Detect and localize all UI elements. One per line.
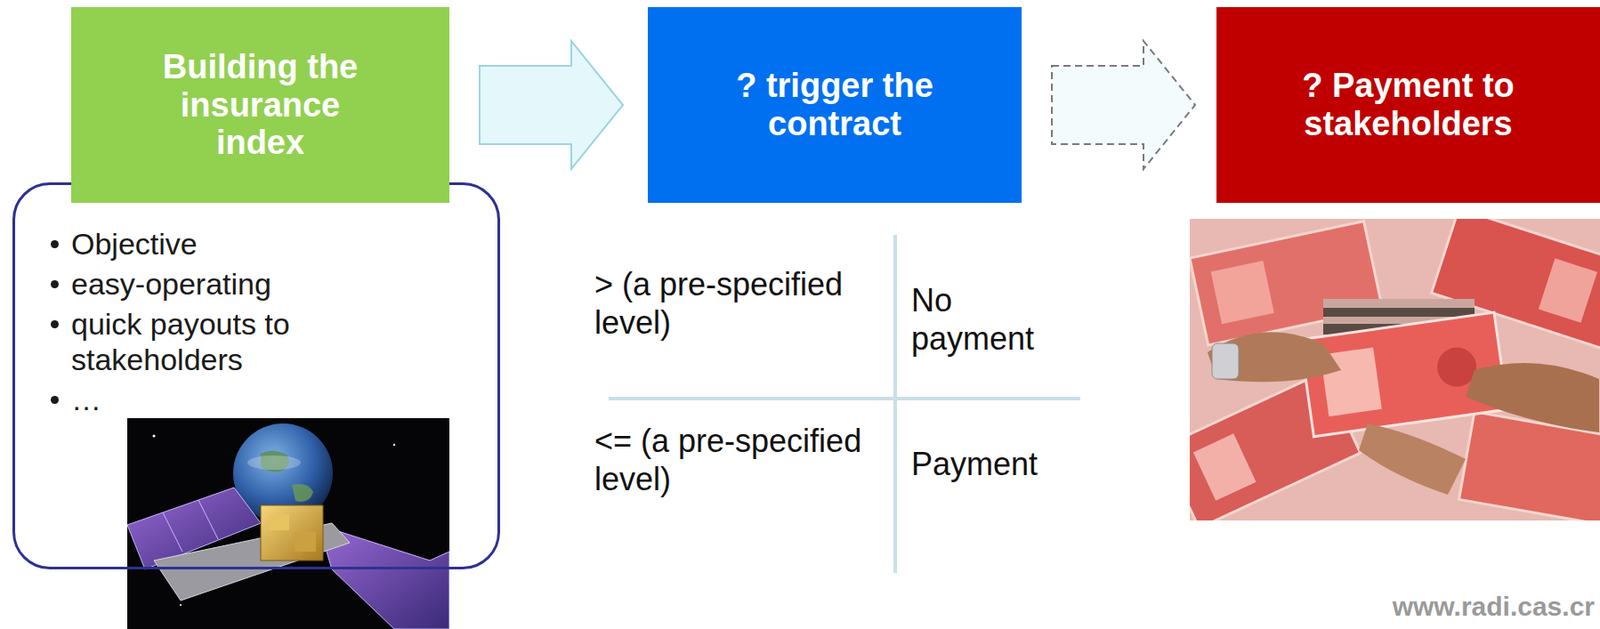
box-title: ? Payment to stakeholders [1266,66,1552,143]
block-arrow [479,40,623,170]
bullet-item: … [50,381,480,419]
condition-cell: <= (a pre-specified level) [594,421,889,499]
bullet-dot [50,280,59,289]
bullet-text: quick payouts to stakeholders [71,306,356,380]
process-box: ? Payment to stakeholders [1216,7,1600,203]
bullet-dot [50,395,59,405]
outcome-cell: No payment [911,281,1067,358]
box-title: Building the insurance index [133,48,388,162]
money-photo [1189,218,1600,521]
process-box: ? trigger the contract [647,7,1022,203]
watermark: www.radi.cas.cr [1392,590,1595,623]
block-arrow [1051,40,1196,170]
bullet-item: quick payouts to stakeholders [50,306,480,380]
outcome-cell: Payment [911,444,1067,484]
bullet-dot [50,320,59,329]
bullet-item: easy-operating [50,266,480,303]
box-title: ? trigger the contract [701,66,969,143]
process-box: Building the insurance index [71,7,450,203]
bullet-text: easy-operating [71,266,272,303]
feature-list-panel: Objectiveeasy-operatingquick payouts to … [12,182,501,570]
condition-cell: > (a pre-specified level) [594,265,880,342]
bullet-text: … [71,381,102,419]
bullet-item: Objective [50,226,480,263]
bullet-dot [50,240,59,249]
bullet-text: Objective [71,226,198,263]
satellite-picture [127,418,450,629]
